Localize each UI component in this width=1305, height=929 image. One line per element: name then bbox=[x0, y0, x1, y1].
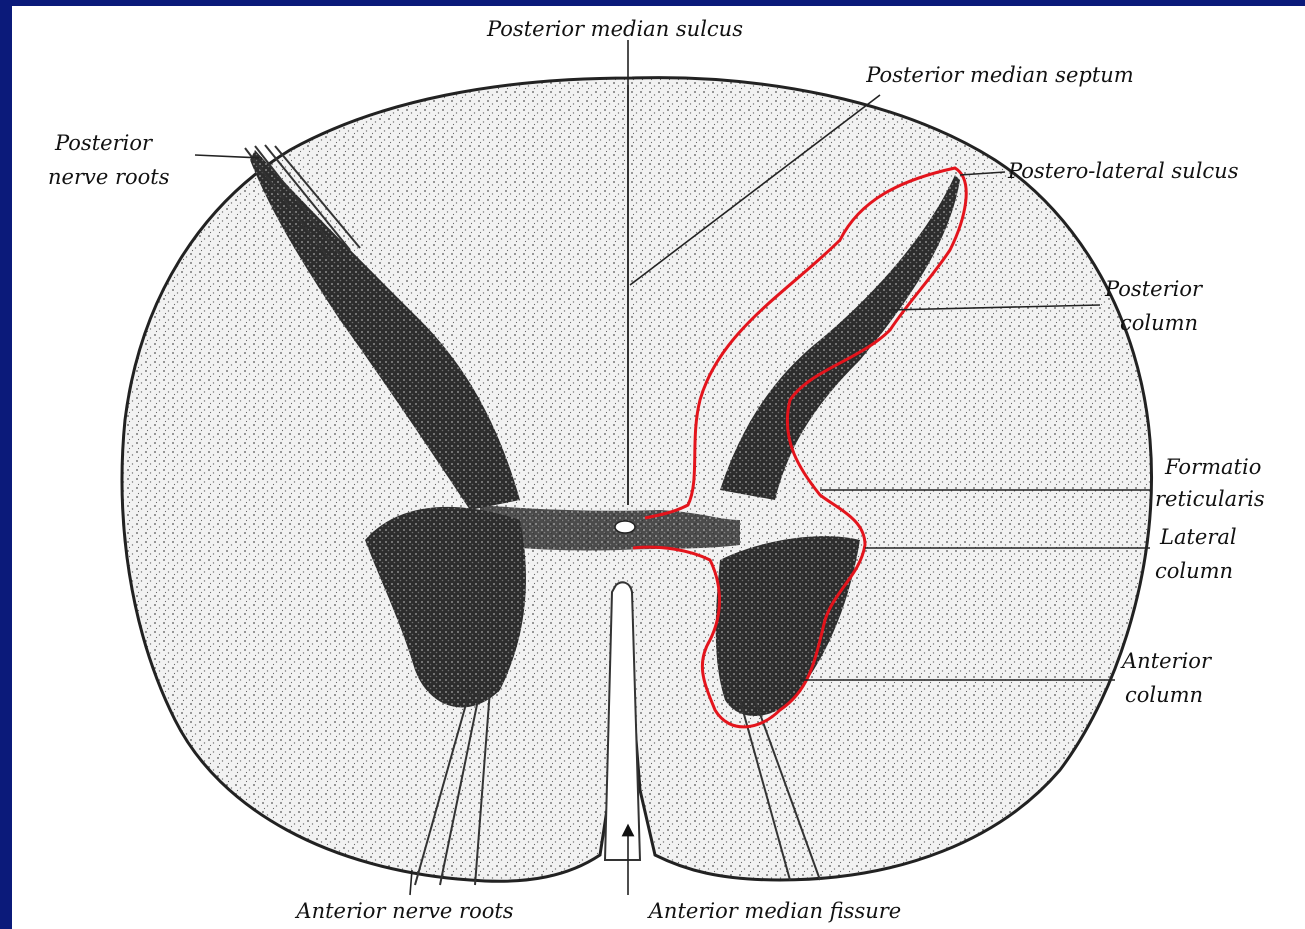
label-posterior-nerve-roots-line1: Posterior bbox=[54, 131, 154, 155]
central-canal bbox=[615, 521, 635, 533]
label-posterior-column-line1: Posterior bbox=[1104, 277, 1204, 301]
label-lateral-column-line1: Lateral bbox=[1159, 525, 1237, 549]
label-posterior-median-septum: Posterior median septum bbox=[865, 63, 1133, 87]
label-postero-lateral-sulcus: Postero-lateral sulcus bbox=[1007, 159, 1239, 183]
label-anterior-column-line2: column bbox=[1125, 683, 1203, 707]
label-anterior-nerve-roots: Anterior nerve roots bbox=[294, 899, 513, 923]
label-anterior-column-line1: Anterior bbox=[1120, 649, 1213, 673]
label-lateral-column-line2: column bbox=[1155, 559, 1233, 583]
label-anterior-median-fissure: Anterior median fissure bbox=[647, 899, 901, 923]
label-posterior-column-line2: column bbox=[1120, 311, 1198, 335]
label-posterior-nerve-roots-line2: nerve roots bbox=[48, 165, 170, 189]
label-posterior-median-sulcus: Posterior median sulcus bbox=[486, 17, 743, 41]
label-formatio-line2: reticularis bbox=[1155, 487, 1265, 511]
label-formatio-line1: Formatio bbox=[1164, 455, 1261, 479]
